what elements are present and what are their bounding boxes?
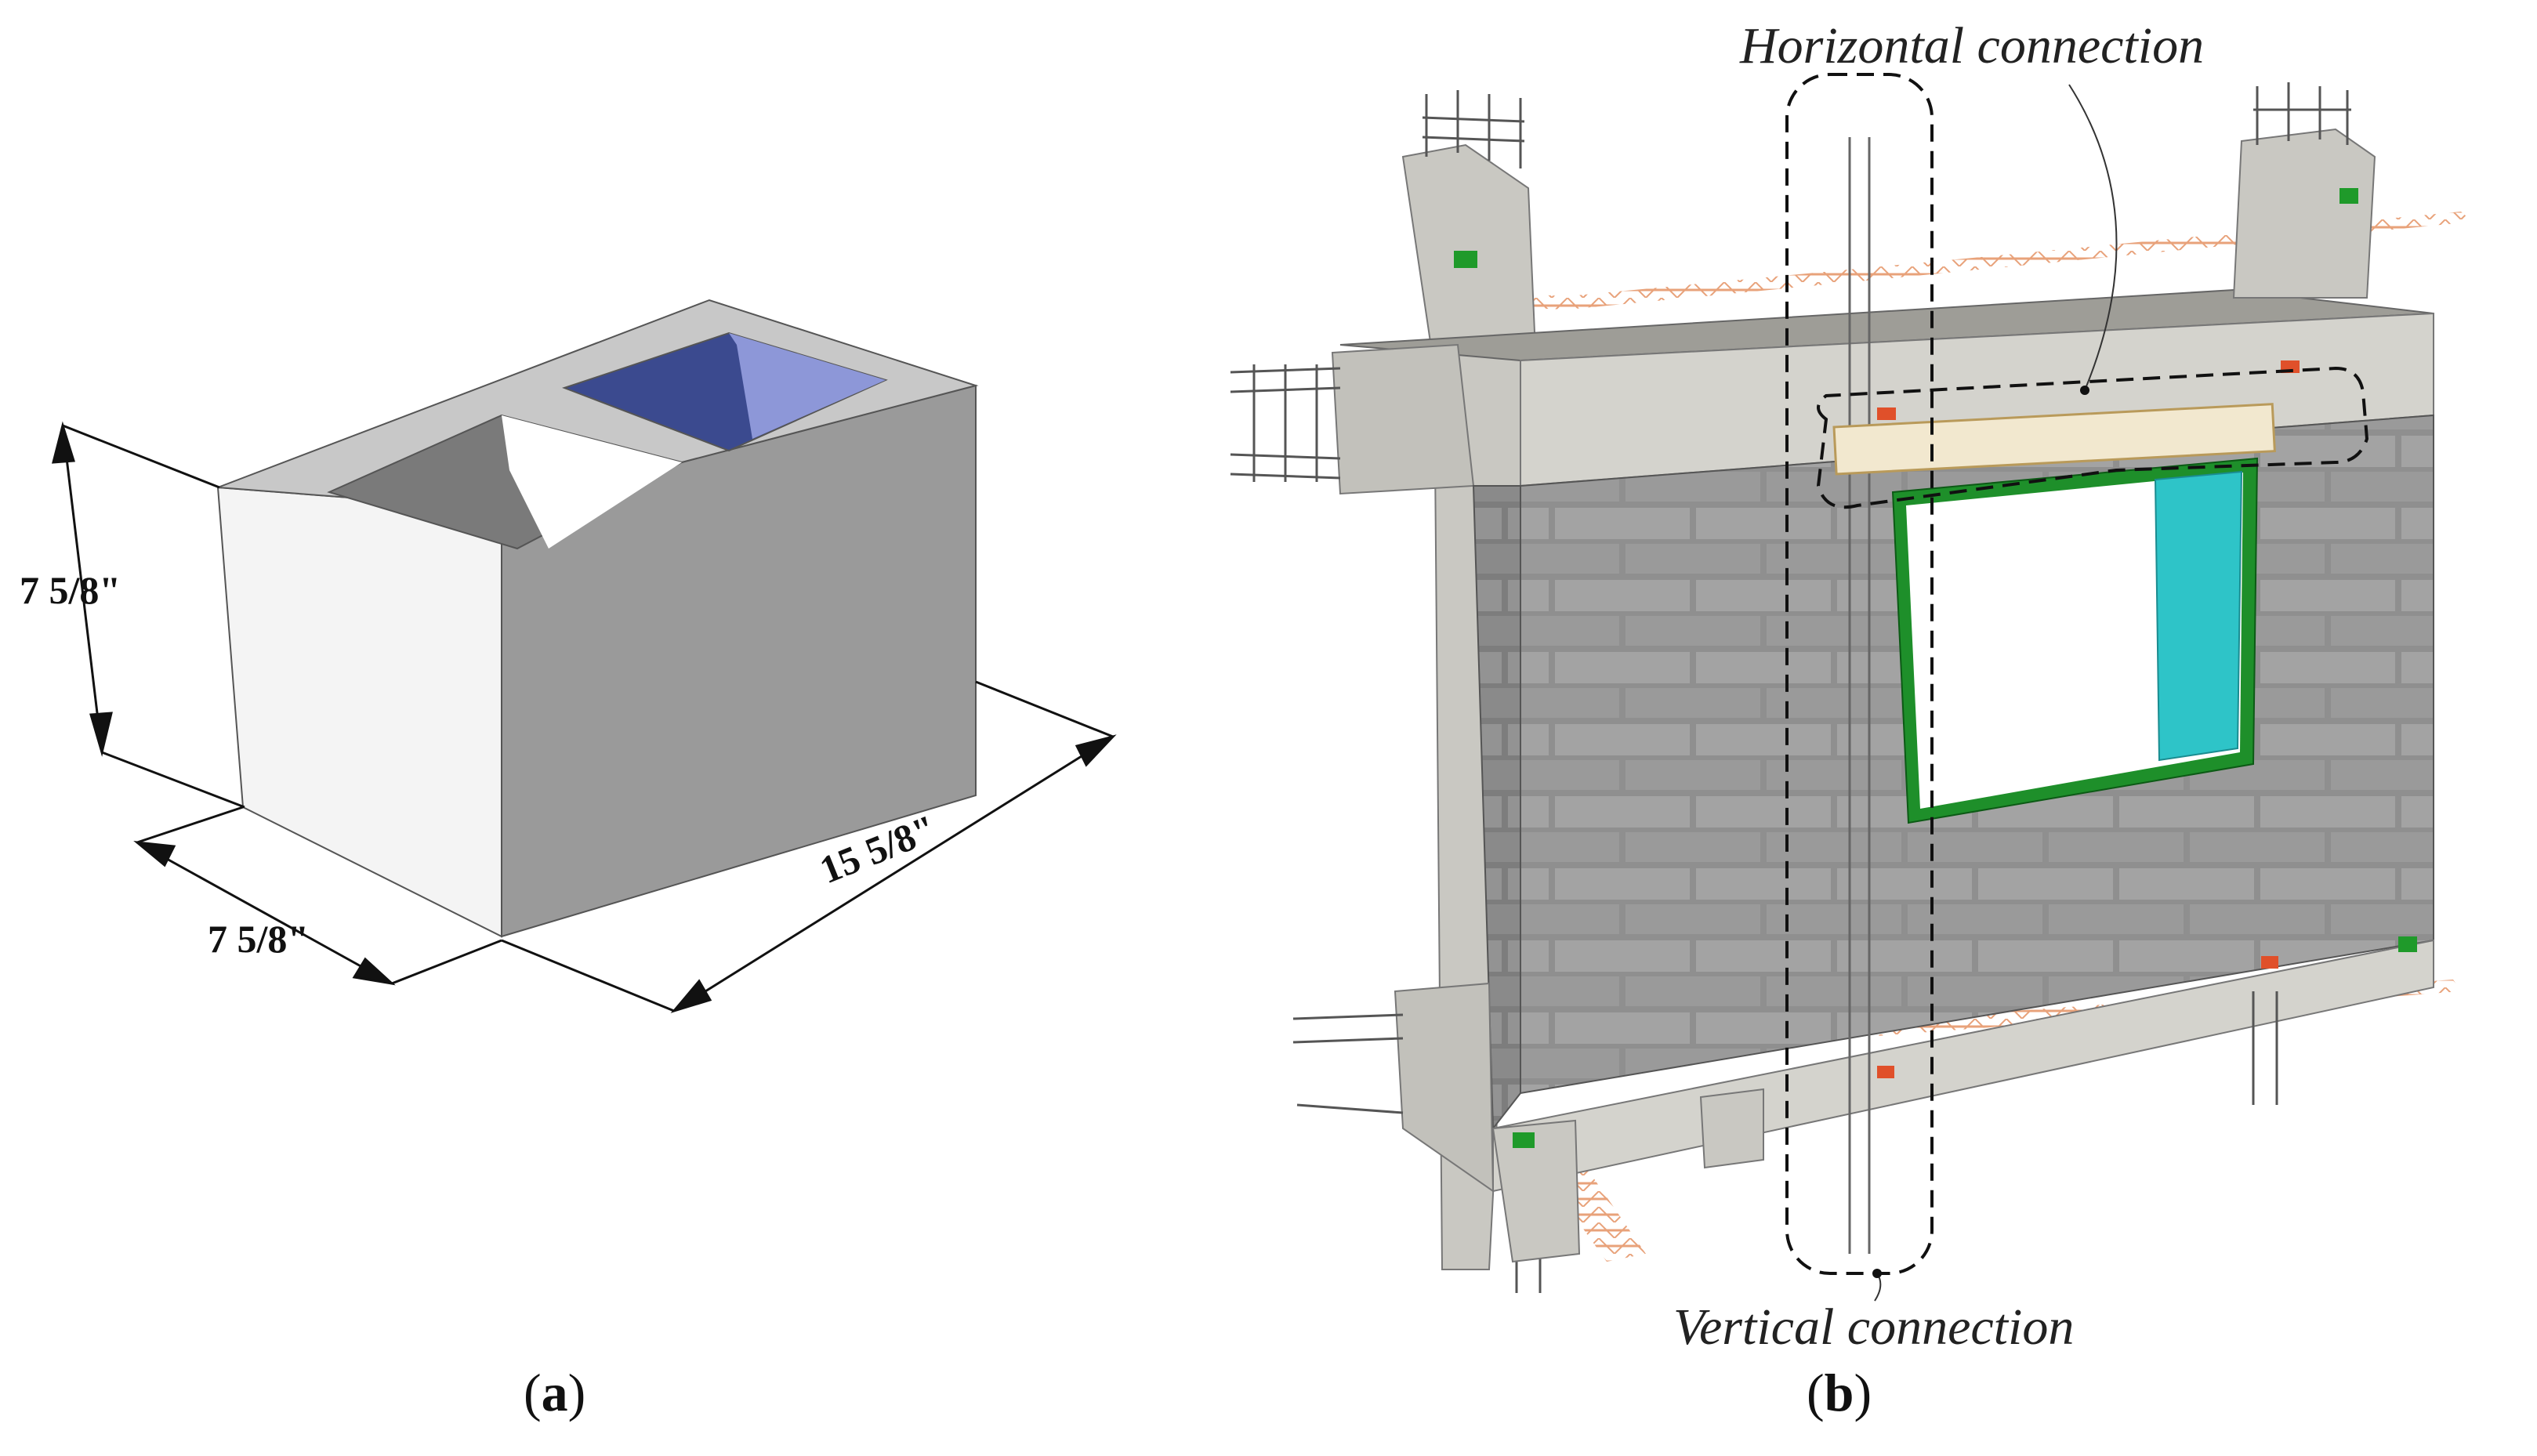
left-beam-stub [1331, 343, 1475, 495]
left-beam-rebar [1230, 364, 1341, 482]
connector-green-3 [2398, 936, 2417, 952]
connector-red-1 [1877, 407, 1896, 420]
bond-beam-ladder [1832, 403, 2276, 476]
dimension-lines [52, 421, 1117, 1013]
bottom-left-leg [1491, 1119, 1581, 1263]
vertical-connection-outline [1785, 73, 1934, 1275]
vertical-connection-rebar [1848, 137, 1871, 1254]
vertical-connection-dot [1872, 1269, 1882, 1278]
dimension-height-label: 7 5/8" [20, 568, 121, 612]
connector-green-2 [2339, 188, 2358, 204]
block-end-face [216, 486, 502, 938]
right-column [2232, 128, 2376, 299]
window-glass [2154, 470, 2243, 762]
horizontal-connection-label: Horizontal connection [1739, 17, 2204, 74]
panel-a-letter: a [542, 1363, 568, 1422]
horizontal-connection-dot [2080, 386, 2089, 395]
left-column-rebar [1422, 90, 1525, 168]
connector-green-1 [1454, 251, 1477, 268]
panel-b-letter: b [1825, 1363, 1854, 1422]
connector-green-4 [1513, 1132, 1535, 1148]
connector-red-3 [2261, 956, 2278, 969]
dimension-width-label: 7 5/8" [208, 917, 309, 961]
horizontal-connection-leader [2068, 84, 2118, 391]
bottom-mid-leg [1699, 1088, 1764, 1169]
panel-b: Horizontal connection Vertical connectio… [1230, 17, 2473, 1422]
horizontal-connection-outline [1816, 366, 2369, 509]
connector-red-4 [1877, 1066, 1894, 1078]
block-cell-front-inner [502, 415, 682, 549]
panel-a-label: (a) [524, 1363, 585, 1422]
bottom-left-stub [1394, 982, 1495, 1193]
vertical-connection-label: Vertical connection [1673, 1298, 2074, 1356]
right-column-rebar [2253, 82, 2351, 145]
panel-b-label: (b) [1807, 1363, 1872, 1422]
panel-a: 7 5/8" 7 5/8" 15 5/8" (a) [20, 299, 1117, 1422]
block-cell-back-light [729, 333, 886, 439]
